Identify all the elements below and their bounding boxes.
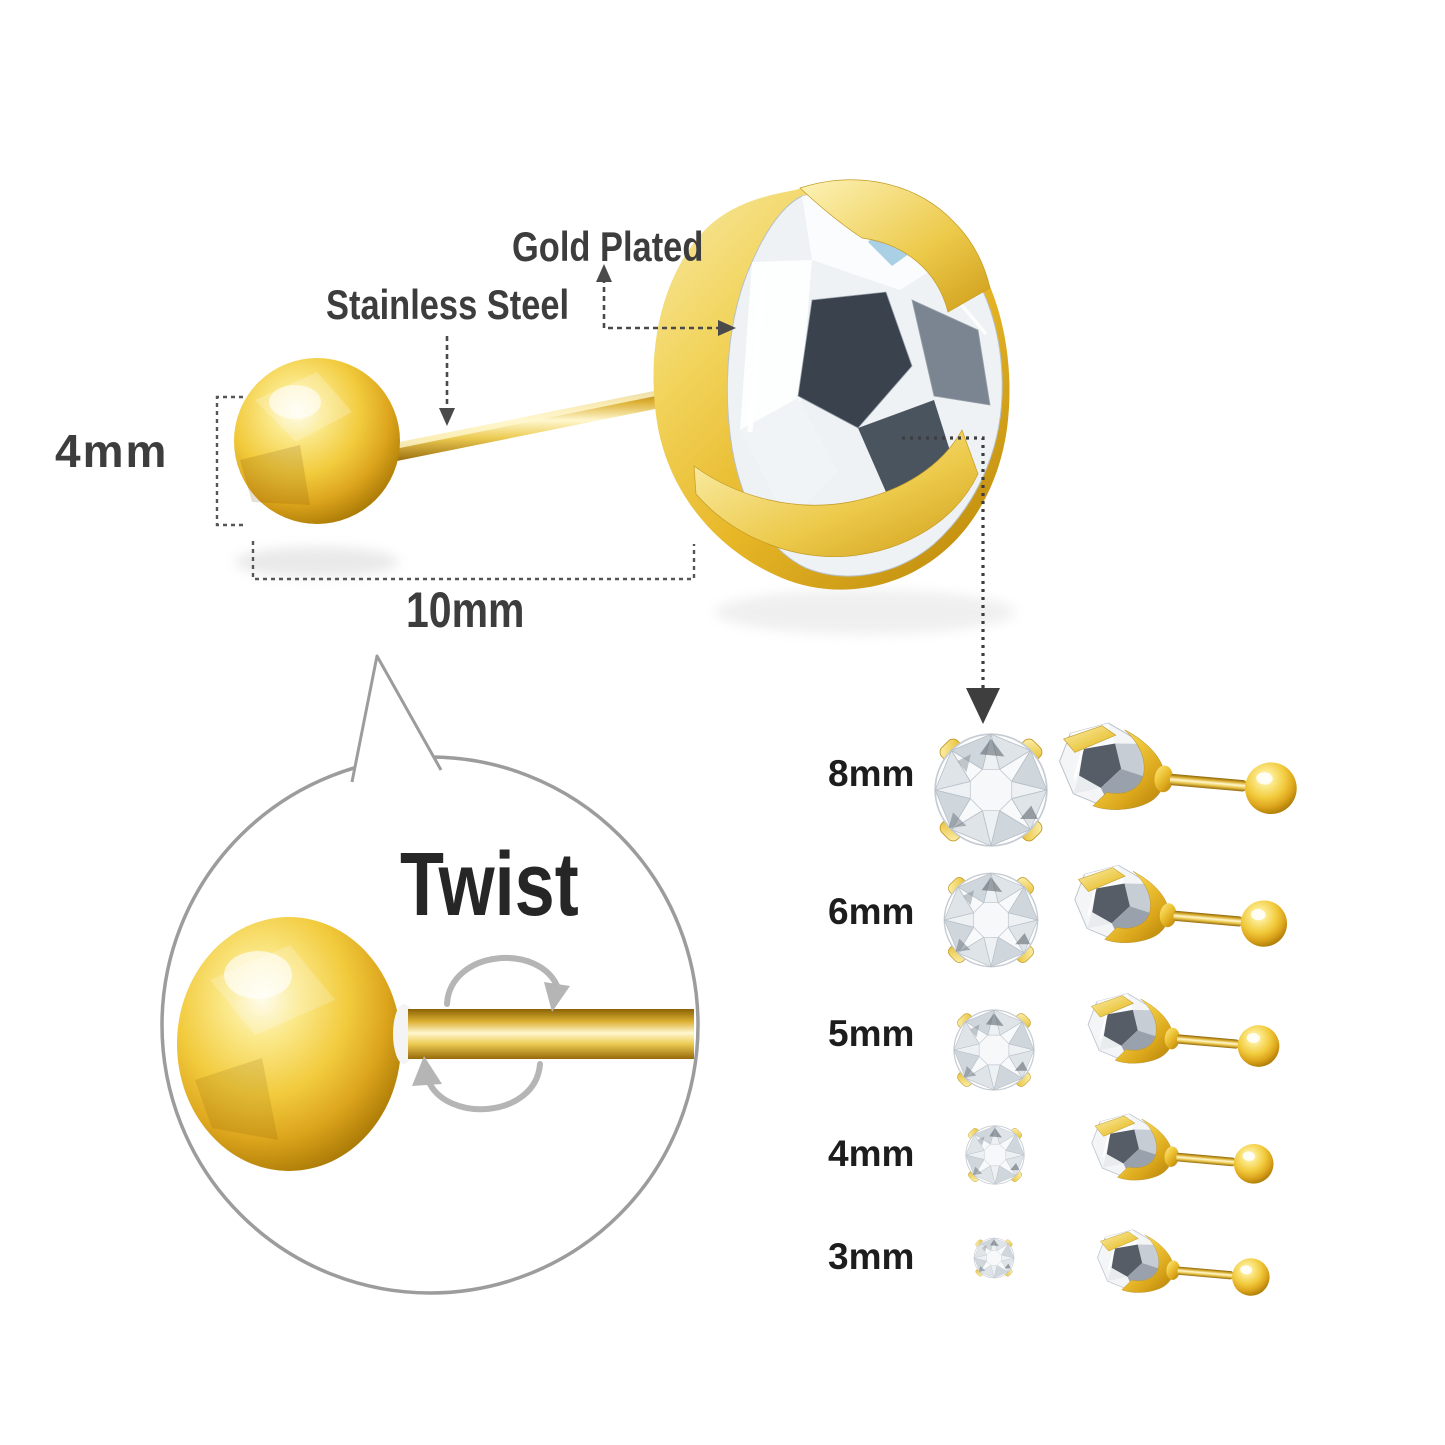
stainless-steel-label: Stainless Steel bbox=[326, 281, 570, 328]
gold-plated-label: Gold Plated bbox=[512, 223, 704, 270]
setting-shadow bbox=[715, 590, 1015, 634]
gem-front-4mm bbox=[965, 1125, 1025, 1185]
hero-earring bbox=[234, 179, 1015, 634]
gem-front-5mm bbox=[953, 1009, 1035, 1091]
side-earring-3mm bbox=[1093, 1226, 1274, 1305]
post-length-label: 10mm bbox=[406, 582, 525, 638]
size-label-8mm: 8mm bbox=[828, 753, 915, 794]
twist-callout-bubble bbox=[160, 654, 700, 1295]
ball-size-bracket bbox=[215, 395, 243, 527]
gem-front-8mm bbox=[934, 733, 1048, 847]
size-label-3mm: 3mm bbox=[828, 1236, 915, 1277]
rotation-arrows-icon bbox=[412, 954, 570, 1113]
arrow-up-icon bbox=[596, 264, 612, 282]
big-arrow-down-icon bbox=[966, 688, 1000, 724]
ball-diameter-label: 4mm bbox=[55, 425, 169, 477]
hero-bottom-prong bbox=[693, 429, 979, 557]
ball-shadow bbox=[235, 547, 399, 577]
annotation-lines bbox=[215, 264, 1000, 724]
twist-label: Twist bbox=[400, 835, 579, 935]
arrow-down-icon bbox=[439, 408, 455, 426]
size-chart-graphics bbox=[934, 717, 1303, 1305]
gold-plated-leader-line bbox=[602, 278, 720, 330]
twist-post bbox=[408, 1009, 694, 1059]
size-label-4mm: 4mm bbox=[828, 1133, 915, 1174]
size-label-6mm: 6mm bbox=[828, 891, 915, 932]
post-length-bracket bbox=[251, 541, 696, 581]
size-label-5mm: 5mm bbox=[828, 1013, 915, 1054]
side-earring-6mm bbox=[1070, 860, 1293, 959]
side-earring-8mm bbox=[1054, 717, 1303, 827]
hero-top-prong bbox=[799, 179, 991, 313]
gem-front-6mm bbox=[943, 872, 1039, 968]
bubble-tail bbox=[350, 654, 443, 783]
gem-front-3mm bbox=[973, 1237, 1015, 1279]
arrow-right-icon bbox=[718, 320, 736, 336]
side-earring-4mm bbox=[1087, 1109, 1278, 1194]
size-chart-leader-line bbox=[902, 436, 985, 688]
side-earring-5mm bbox=[1083, 989, 1284, 1078]
